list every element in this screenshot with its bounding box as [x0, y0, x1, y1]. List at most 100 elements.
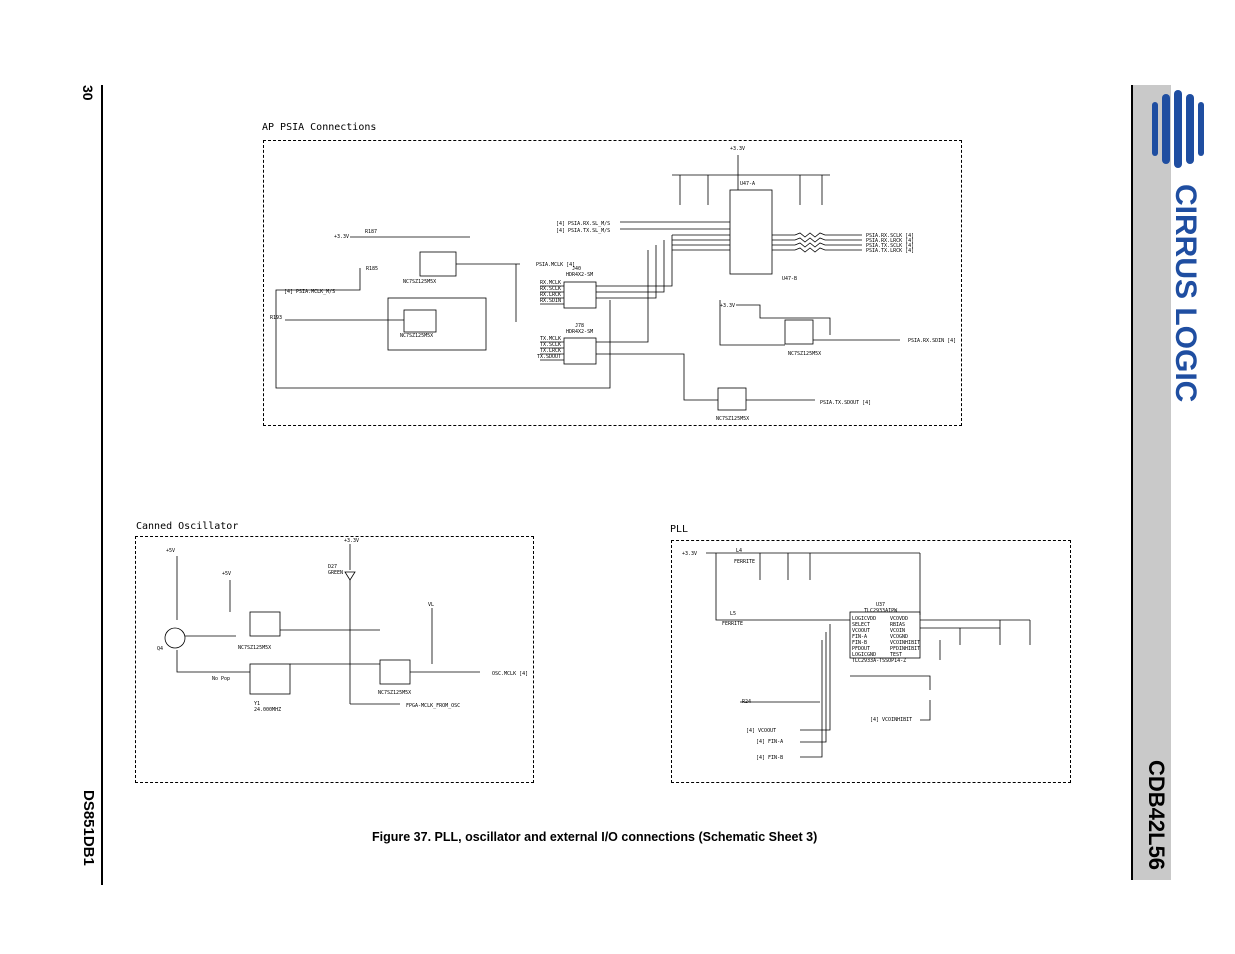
- svg-text:U47-A: U47-A: [740, 181, 755, 187]
- svg-text:NC7SZ125M5X: NC7SZ125M5X: [238, 645, 271, 651]
- svg-text:LOGICGND: LOGICGND: [852, 652, 876, 658]
- svg-text:+5V: +5V: [166, 548, 175, 554]
- svg-text:L5: L5: [730, 611, 736, 617]
- svg-text:[4] FIN-B: [4] FIN-B: [756, 755, 783, 761]
- svg-text:PSIA.MCLK [4]: PSIA.MCLK [4]: [536, 262, 575, 268]
- y1-oscillator: [249, 663, 291, 695]
- svg-text:TX.SCLK: TX.SCLK: [540, 342, 561, 348]
- svg-text:NC7SZ125M5X: NC7SZ125M5X: [403, 279, 436, 285]
- svg-text:R24: R24: [742, 699, 751, 705]
- svg-text:VCOIN: VCOIN: [890, 628, 905, 634]
- svg-text:NC7SZ125M5X: NC7SZ125M5X: [716, 416, 749, 422]
- svg-text:R193: R193: [270, 315, 282, 321]
- j78-header: [563, 337, 597, 365]
- oscillator-section-box: [135, 536, 534, 783]
- u56-chip: [379, 659, 411, 685]
- svg-text:PFDOUT: PFDOUT: [852, 646, 870, 652]
- svg-text:RX.LRCK: RX.LRCK: [540, 292, 561, 298]
- svg-text:PSIA.TX.SDOUT [4]: PSIA.TX.SDOUT [4]: [820, 400, 871, 406]
- page-number: 30: [80, 85, 96, 101]
- svg-text:L4: L4: [736, 548, 742, 554]
- psia-section-box: [263, 140, 962, 426]
- svg-text:PFDINHIBIT: PFDINHIBIT: [890, 646, 920, 652]
- svg-text:VCOOUT: VCOOUT: [852, 628, 870, 634]
- svg-text:PSIA.TX.LRCK [4]: PSIA.TX.LRCK [4]: [866, 248, 914, 254]
- svg-text:U47-B: U47-B: [782, 276, 797, 282]
- svg-text:RX.SCLK: RX.SCLK: [540, 286, 561, 292]
- svg-text:TX.MCLK: TX.MCLK: [540, 336, 561, 342]
- svg-text:J40: J40: [572, 266, 581, 272]
- svg-text:[4] VCOOUT: [4] VCOOUT: [746, 728, 776, 734]
- svg-text:TX.SDOUT: TX.SDOUT: [537, 354, 561, 360]
- svg-text:VL: VL: [428, 602, 434, 608]
- svg-text:HDR4X2-SM: HDR4X2-SM: [566, 329, 593, 335]
- u62-chip: [249, 611, 281, 637]
- left-rule: [101, 85, 103, 885]
- svg-text:D27: D27: [328, 564, 337, 570]
- product-title: CDB42L56: [1144, 760, 1169, 871]
- svg-text:RX.MCLK: RX.MCLK: [540, 280, 561, 286]
- pll-section-box: [671, 540, 1071, 783]
- svg-text:HDR4X2-SM: HDR4X2-SM: [566, 272, 593, 278]
- svg-text:+3.3V: +3.3V: [730, 146, 745, 152]
- svg-text:PSIA.RX.SDIN [4]: PSIA.RX.SDIN [4]: [908, 338, 956, 344]
- svg-text:[4] PSIA.RX.SL_M/S: [4] PSIA.RX.SL_M/S: [556, 221, 610, 227]
- oscillator-section-title: Canned Oscillator: [136, 521, 239, 532]
- svg-text:[4] VCOINHIBIT: [4] VCOINHIBIT: [870, 717, 912, 723]
- svg-text:+3.3V: +3.3V: [334, 234, 349, 240]
- svg-text:NC7SZ125M5X: NC7SZ125M5X: [788, 351, 821, 357]
- svg-text:+5V: +5V: [222, 571, 231, 577]
- svg-text:+3.3V: +3.3V: [720, 303, 735, 309]
- document-id: DS851DB1: [80, 790, 97, 866]
- svg-text:U37: U37: [876, 602, 885, 608]
- svg-text:R187: R187: [365, 229, 377, 235]
- svg-text:VCOGND: VCOGND: [890, 634, 908, 640]
- svg-text:GREEN: GREEN: [328, 570, 343, 576]
- logo-wordmark: CIRRUS LOGIC: [1169, 184, 1202, 402]
- svg-text:RBIAS: RBIAS: [890, 622, 905, 628]
- svg-text:FPGA-MCLK_FROM_OSC: FPGA-MCLK_FROM_OSC: [406, 703, 460, 709]
- svg-text:TX.LRCK: TX.LRCK: [540, 348, 561, 354]
- svg-text:VCOVDD: VCOVDD: [890, 616, 908, 622]
- svg-text:24.000MHZ: 24.000MHZ: [254, 707, 281, 713]
- u49-chip: [784, 319, 814, 345]
- cirrus-logic-logo-icon: CIRRUS LOGIC: [1152, 90, 1204, 402]
- svg-text:R185: R185: [366, 266, 378, 272]
- svg-text:[4] PSIA.TX.SL_M/S: [4] PSIA.TX.SL_M/S: [556, 228, 610, 234]
- svg-text:FIN-A: FIN-A: [852, 634, 867, 640]
- svg-text:NC7SZ125M5X: NC7SZ125M5X: [400, 333, 433, 339]
- svg-text:+3.3V: +3.3V: [682, 551, 697, 557]
- u27-chip: [403, 309, 437, 333]
- svg-text:LOGICVDD: LOGICVDD: [852, 616, 876, 622]
- svg-text:PSIA.TX.SCLK [4]: PSIA.TX.SCLK [4]: [866, 243, 914, 249]
- svg-text:TEST: TEST: [890, 652, 902, 658]
- psia-section-title: AP PSIA Connections: [262, 122, 377, 133]
- u48-chip: [717, 387, 747, 411]
- side-bar: [1131, 85, 1171, 880]
- figure-caption: Figure 37. PLL, oscillator and external …: [372, 830, 818, 844]
- svg-text:FERRITE: FERRITE: [722, 621, 743, 627]
- svg-text:Q4: Q4: [157, 646, 163, 652]
- svg-text:PSIA.RX.SCLK [4]: PSIA.RX.SCLK [4]: [866, 233, 914, 239]
- u53-chip: [419, 251, 457, 277]
- svg-text:TLC2933A-TSSOP14-Z: TLC2933A-TSSOP14-Z: [852, 658, 906, 664]
- j40-header: [563, 281, 597, 309]
- svg-text:OSC.MCLK [4]: OSC.MCLK [4]: [492, 671, 528, 677]
- svg-text:[4] FIN-A: [4] FIN-A: [756, 739, 783, 745]
- svg-text:SELECT: SELECT: [852, 622, 870, 628]
- svg-text:+3.3V: +3.3V: [344, 538, 359, 544]
- svg-text:No Pop: No Pop: [212, 676, 230, 682]
- svg-text:RX.SDIN: RX.SDIN: [540, 298, 561, 304]
- svg-text:Y1: Y1: [254, 701, 260, 707]
- svg-text:[4] PSIA.MCLK_M/S: [4] PSIA.MCLK_M/S: [284, 289, 335, 295]
- svg-text:NC7SZ125M5X: NC7SZ125M5X: [378, 690, 411, 696]
- u37-chip: [849, 611, 921, 659]
- svg-text:VCOINHIBIT: VCOINHIBIT: [890, 640, 920, 646]
- svg-text:PSIA.RX.LRCK [4]: PSIA.RX.LRCK [4]: [866, 238, 914, 244]
- svg-text:FIN-B: FIN-B: [852, 640, 867, 646]
- svg-text:J78: J78: [575, 323, 584, 329]
- svg-text:TLC2933AIPW: TLC2933AIPW: [864, 608, 898, 614]
- pll-section-title: PLL: [670, 524, 689, 535]
- svg-text:FERRITE: FERRITE: [734, 559, 755, 565]
